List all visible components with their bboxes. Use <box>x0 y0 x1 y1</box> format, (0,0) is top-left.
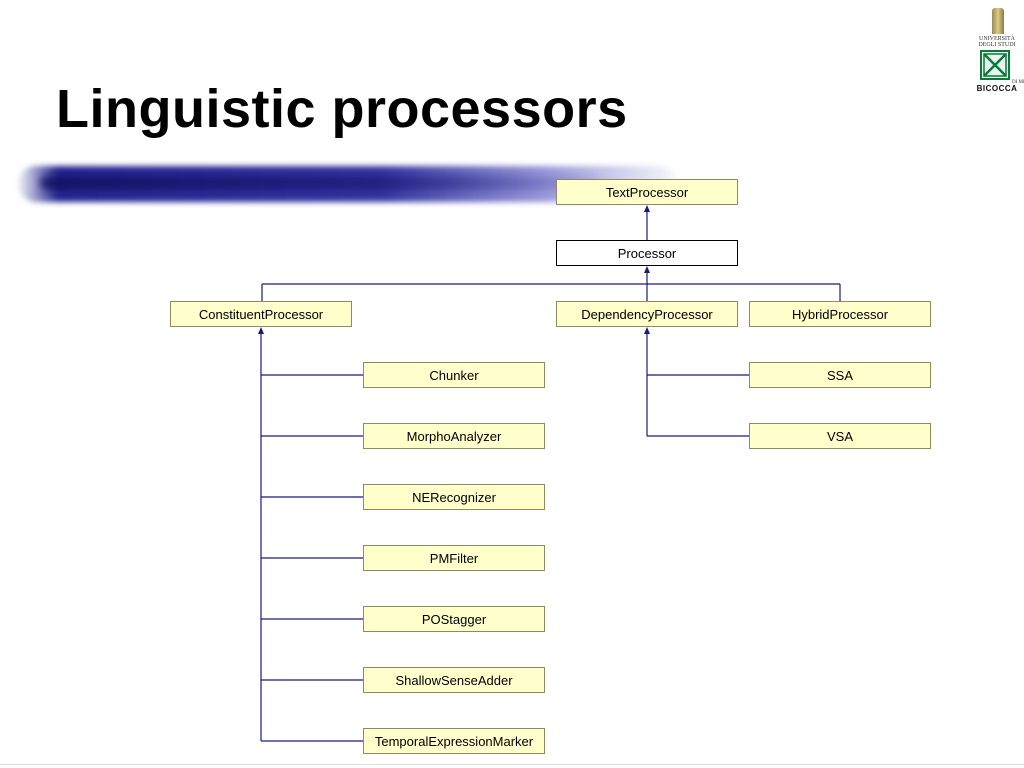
logo-line-2: DEGLI STUDI <box>978 42 1016 48</box>
logo-name: BICOCCA <box>976 84 1018 93</box>
node-postagger: POStagger <box>363 606 545 632</box>
node-pmfilter: PMFilter <box>363 545 545 571</box>
university-logo: UNIVERSITÀ DEGLI STUDI DI MILANO BICOCCA <box>972 8 1024 94</box>
node-hybridprocessor: HybridProcessor <box>749 301 931 327</box>
column-icon <box>992 8 1004 34</box>
logo-emblem-icon <box>980 50 1010 80</box>
node-dependencyprocessor: DependencyProcessor <box>556 301 738 327</box>
footer-divider <box>0 764 1024 765</box>
node-processor: Processor <box>556 240 738 266</box>
arrowhead-constituentprocessor <box>258 327 264 334</box>
node-nerecognizer: NERecognizer <box>363 484 545 510</box>
title-brush-stroke-core <box>40 176 600 190</box>
arrowhead-dependencyprocessor <box>644 327 650 334</box>
node-morphoanalyzer: MorphoAnalyzer <box>363 423 545 449</box>
node-textprocessor: TextProcessor <box>556 179 738 205</box>
arrowhead-textprocessor <box>644 205 650 212</box>
node-shallowsenseadder: ShallowSenseAdder <box>363 667 545 693</box>
logo-line-3: DI MILANO <box>1012 80 1024 85</box>
slide-title: Linguistic processors <box>56 79 628 139</box>
logo-line-1: UNIVERSITÀ <box>979 36 1015 42</box>
node-vsa: VSA <box>749 423 931 449</box>
node-ssa: SSA <box>749 362 931 388</box>
node-chunker: Chunker <box>363 362 545 388</box>
node-constituentprocessor: ConstituentProcessor <box>170 301 352 327</box>
arrowhead-processor <box>644 266 650 273</box>
node-temporalexpressionmarker: TemporalExpressionMarker <box>363 728 545 754</box>
